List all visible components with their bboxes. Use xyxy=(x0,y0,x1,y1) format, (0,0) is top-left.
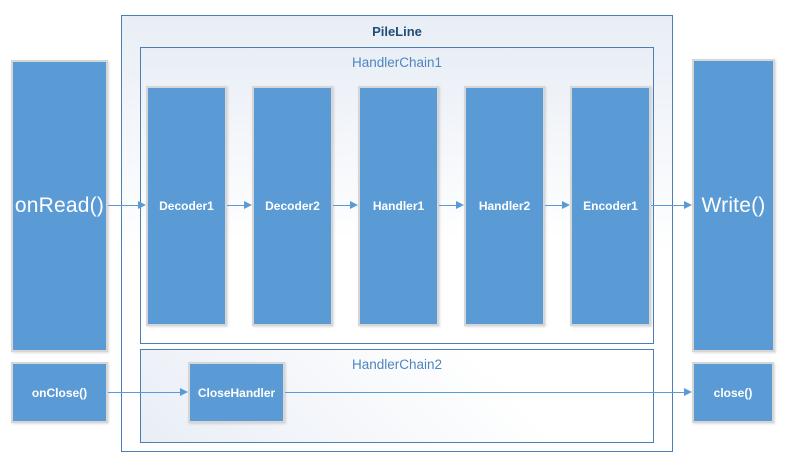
arrow-onread-to-decoder1 xyxy=(108,201,146,210)
arrow-decoder1-to-decoder2 xyxy=(227,201,252,210)
handler-chain1-label: HandlerChain1 xyxy=(351,55,443,70)
handler-node-encoder1: Encoder1 xyxy=(570,86,651,326)
pipeline-title: PileLine xyxy=(372,24,422,39)
handler-node-decoder1: Decoder1 xyxy=(146,86,227,326)
handler-node-handler1: Handler1 xyxy=(358,86,439,326)
handler-node-closehandler: CloseHandler xyxy=(188,362,285,423)
arrow-encoder1-to-write xyxy=(651,201,692,210)
handler-node-handler2: Handler2 xyxy=(464,86,545,326)
write-node: Write() xyxy=(692,59,775,352)
arrow-handler2-to-encoder1 xyxy=(545,201,570,210)
arrow-onclose-to-closehandler xyxy=(108,388,188,397)
arrow-closehandler-to-close xyxy=(285,388,692,397)
onclose-node: onClose() xyxy=(11,362,108,423)
arrow-decoder2-to-handler1 xyxy=(333,201,358,210)
handler-node-decoder2: Decoder2 xyxy=(252,86,333,326)
arrow-handler1-to-handler2 xyxy=(439,201,464,210)
onread-node: onRead() xyxy=(11,60,108,352)
close-node: close() xyxy=(692,362,774,423)
handler-chain2-label: HandlerChain2 xyxy=(351,357,443,372)
